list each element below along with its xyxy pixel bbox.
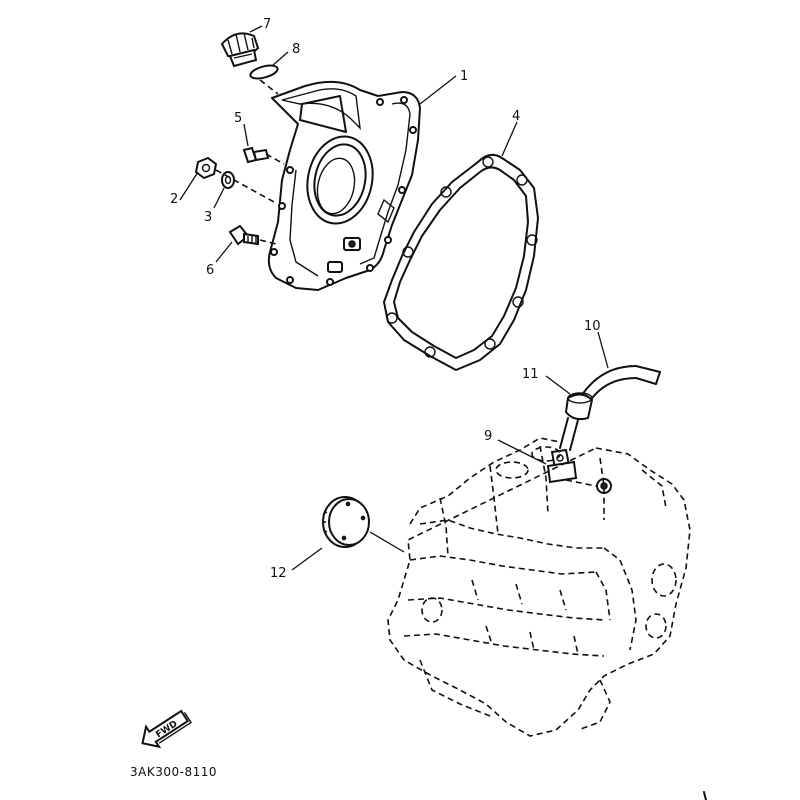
crankcase-cover: [267, 80, 421, 291]
drawing-code: 3AK300-8110: [130, 765, 217, 779]
o-ring: [249, 64, 279, 80]
label-7: 7: [263, 17, 271, 32]
label-11: 11: [522, 367, 539, 382]
bolt-5: [242, 146, 270, 164]
label-4: 4: [512, 109, 520, 124]
label-10: 10: [584, 319, 601, 334]
oil-filler-cap: [220, 32, 260, 68]
hose-joint: [559, 392, 594, 451]
bolt-6: [228, 224, 259, 246]
label-8: 8: [292, 42, 300, 57]
washer-3: [221, 171, 235, 189]
label-12: 12: [270, 566, 287, 581]
gasket: [383, 153, 539, 371]
plug-cover: [322, 496, 370, 548]
label-2: 2: [170, 192, 178, 207]
label-6: 6: [206, 263, 214, 278]
label-9: 9: [484, 429, 492, 444]
corner-mark: [703, 791, 707, 800]
elbow-fitting: [546, 448, 578, 484]
engine-block: [387, 437, 691, 737]
fwd-arrow: FWD: [141, 709, 192, 749]
leader-lines: [179, 25, 609, 571]
part-labels: 7 8 1 4 5 2 3 6 10 11 9 12: [170, 17, 601, 581]
label-1: 1: [460, 69, 468, 84]
label-5: 5: [234, 111, 242, 126]
label-3: 3: [204, 210, 212, 225]
nut-2: [194, 156, 218, 180]
